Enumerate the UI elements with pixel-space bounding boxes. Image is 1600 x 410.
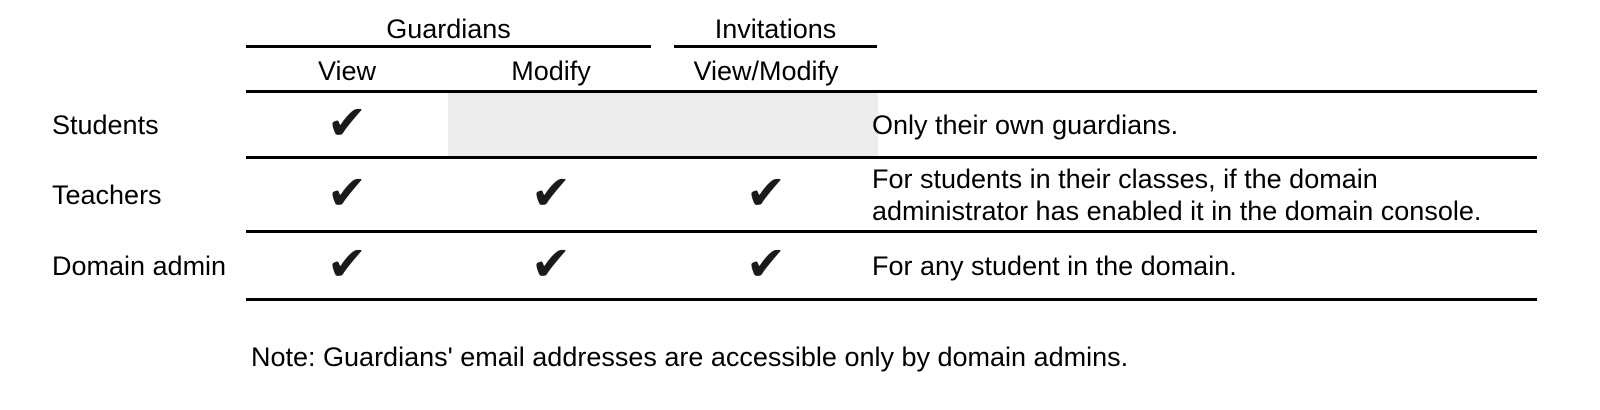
cell-teachers-guardians-view: ✔	[246, 159, 448, 230]
column-group-guardians: Guardians	[386, 14, 511, 44]
checkmark-icon: ✔	[530, 164, 572, 221]
cell-students-guardians-modify	[448, 93, 654, 156]
cell-teachers-invitations-view-modify: ✔	[654, 159, 878, 230]
table-row-domain-admin: Domain admin ✔ ✔ ✔ For any student in th…	[0, 233, 1600, 298]
table-bottom-rule	[246, 298, 1537, 301]
guardians-group-underline	[246, 45, 651, 48]
table-row-teachers: Teachers ✔ ✔ ✔ For students in their cla…	[0, 159, 1600, 230]
column-header-view: View	[317, 56, 377, 86]
row-note-teachers: For students in their classes, if the do…	[872, 159, 1532, 230]
checkmark-icon: ✔	[326, 94, 368, 151]
cell-teachers-guardians-modify: ✔	[448, 159, 654, 230]
note-text: Only their own guardians.	[872, 109, 1179, 140]
cell-domain-admin-invitations-view-modify: ✔	[654, 233, 878, 298]
students-not-applicable-region	[448, 93, 878, 156]
column-header-view-modify: View/Modify	[693, 56, 839, 86]
row-label-teachers: Teachers	[52, 179, 162, 210]
table-row-students: Students ✔ Only their own guardians.	[0, 93, 1600, 156]
cell-students-guardians-view: ✔	[246, 93, 448, 156]
checkmark-icon: ✔	[745, 235, 787, 292]
note-text: For students in their classes, if the do…	[872, 163, 1482, 226]
checkmark-icon: ✔	[745, 164, 787, 221]
checkmark-icon: ✔	[326, 235, 368, 292]
header-rule	[246, 90, 1537, 93]
row-note-students: Only their own guardians.	[872, 93, 1532, 156]
column-group-invitations: Invitations	[714, 14, 837, 44]
row-label-domain-admin: Domain admin	[52, 250, 227, 281]
footnote: Note: Guardians' email addresses are acc…	[251, 342, 1129, 372]
cell-domain-admin-guardians-view: ✔	[246, 233, 448, 298]
note-text: For any student in the domain.	[872, 250, 1237, 281]
cell-domain-admin-guardians-modify: ✔	[448, 233, 654, 298]
cell-students-invitations-view-modify	[654, 93, 878, 156]
row-label-students: Students	[52, 109, 159, 140]
column-header-modify: Modify	[511, 56, 591, 86]
row-rule-2	[246, 230, 1537, 233]
row-rule-1	[246, 156, 1537, 159]
checkmark-icon: ✔	[530, 235, 572, 292]
invitations-group-underline	[674, 45, 877, 48]
checkmark-icon: ✔	[326, 164, 368, 221]
row-note-domain-admin: For any student in the domain.	[872, 233, 1532, 298]
